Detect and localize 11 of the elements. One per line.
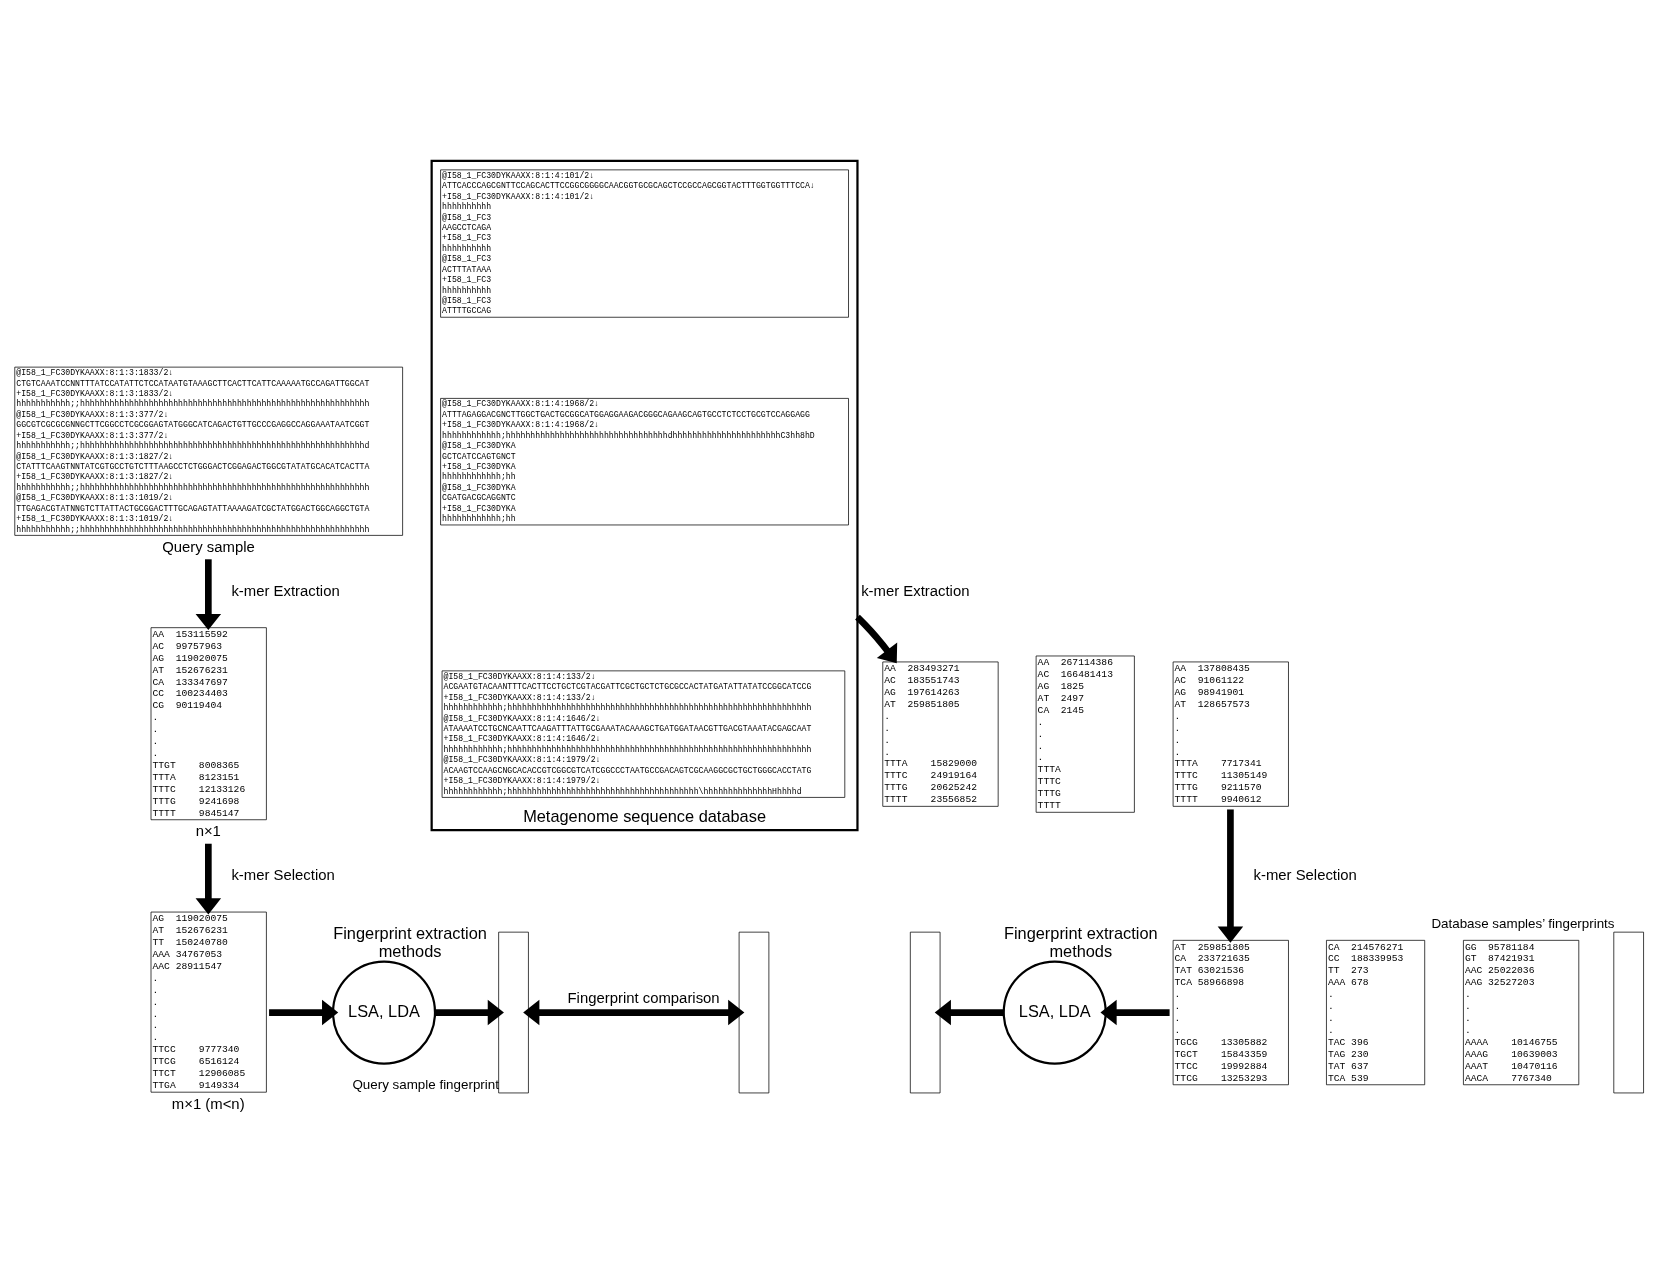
edge-label: k-mer Extraction bbox=[231, 582, 340, 599]
node-label: n×1 bbox=[195, 823, 221, 840]
node-label: Fingerprint extraction methods bbox=[1003, 923, 1158, 960]
node-label: m×1 (m<n) bbox=[171, 1095, 245, 1112]
node-label: Fingerprint extraction methods bbox=[333, 923, 487, 960]
edge-label: Fingerprint comparison bbox=[567, 989, 720, 1006]
node-label: Query sample bbox=[162, 538, 255, 555]
edge-label: k-mer Selection bbox=[1253, 867, 1357, 884]
edge-label: k-mer Extraction bbox=[861, 582, 970, 599]
node-label: Database samples’ fingerprints bbox=[1431, 915, 1615, 931]
edge-label: k-mer Selection bbox=[231, 867, 335, 884]
